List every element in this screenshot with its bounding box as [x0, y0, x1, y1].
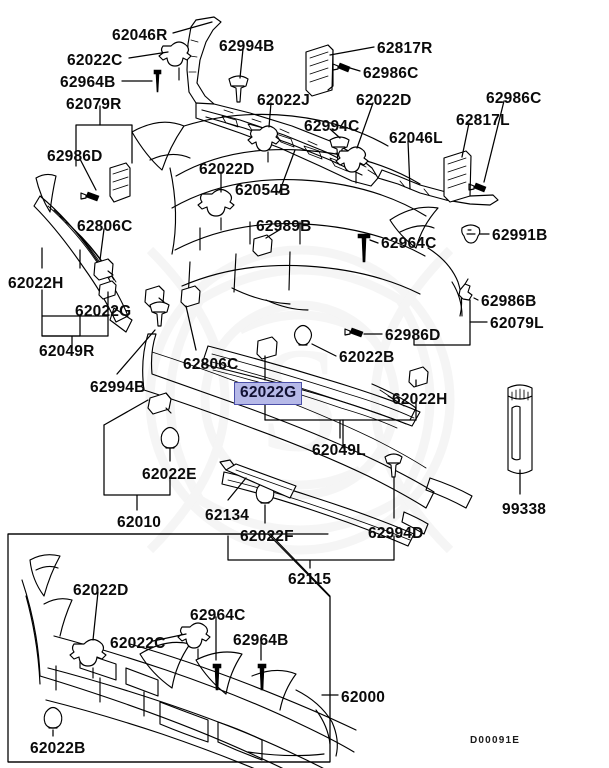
- clip-62022C-top: [158, 41, 192, 81]
- nut-62991B: [461, 224, 481, 244]
- part-label-62022B[interactable]: 62022B: [30, 740, 86, 757]
- screw-62986B: [458, 278, 473, 301]
- part-label-62994D[interactable]: 62994D: [368, 525, 424, 542]
- part-label-62964C[interactable]: 62964C: [381, 235, 437, 252]
- part-label-62022D[interactable]: 62022D: [199, 161, 255, 178]
- part-label-62049L[interactable]: 62049L: [312, 442, 366, 459]
- inset-box-62000: [7, 533, 331, 763]
- part-label-62054B[interactable]: 62054B: [235, 182, 291, 199]
- clip-62989B: [252, 234, 273, 257]
- part-label-62022H[interactable]: 62022H: [392, 391, 448, 408]
- part-label-62994B[interactable]: 62994B: [219, 38, 275, 55]
- part-label-62022B[interactable]: 62022B: [339, 349, 395, 366]
- clip-62022E: [160, 426, 180, 449]
- part-label-62079R[interactable]: 62079R: [66, 96, 122, 113]
- part-label-62000[interactable]: 62000: [341, 689, 386, 706]
- art-upper-rail-right: [186, 16, 222, 105]
- part-label-62022D[interactable]: 62022D: [356, 92, 412, 109]
- part-label-62806C[interactable]: 62806C: [77, 218, 133, 235]
- part-label-62022C[interactable]: 62022C: [67, 52, 123, 69]
- clip-62022D-inset: [69, 638, 107, 679]
- art-main-bumper-fascia: [131, 113, 463, 317]
- bracket-62010-tab: [147, 392, 172, 415]
- leader-lines: [41, 21, 505, 737]
- diagram-code: D00091E: [470, 735, 521, 746]
- part-label-62010[interactable]: 62010: [117, 514, 162, 531]
- part-label-62022E[interactable]: 62022E: [142, 466, 197, 483]
- screw-62964B-inset: [257, 663, 267, 691]
- part-label-62994B[interactable]: 62994B: [90, 379, 146, 396]
- bolt-62994B: [228, 75, 249, 103]
- part-label-62046L[interactable]: 62046L: [389, 130, 443, 147]
- clip-62022C-inset: [177, 622, 211, 660]
- screw-62964B: [153, 69, 162, 93]
- clip-62022J: [247, 125, 281, 163]
- art-bumper-assembly-inset: [21, 554, 357, 768]
- part-label-99338[interactable]: 99338: [502, 501, 547, 518]
- part-label-62022F[interactable]: 62022F: [240, 528, 294, 545]
- screw-62986D-left: [80, 191, 100, 202]
- part-label-62134[interactable]: 62134: [205, 507, 250, 524]
- part-label-62022C[interactable]: 62022C: [110, 635, 166, 652]
- clip-62022H-right: [408, 366, 429, 388]
- clip-62022D-upper: [335, 146, 369, 184]
- clip-62022D-center: [197, 188, 235, 231]
- screw-62964C-inset: [212, 663, 222, 691]
- part-label-62049R[interactable]: 62049R: [39, 343, 95, 360]
- art-lower-right-bracket: [425, 477, 473, 509]
- bolt-62994D: [384, 453, 403, 478]
- part-label-62986B[interactable]: 62986B: [481, 293, 537, 310]
- clip-62022B-inset: [43, 706, 63, 729]
- part-label-62986D[interactable]: 62986D: [47, 148, 103, 165]
- clip-62022G-highlighted: [256, 336, 278, 360]
- part-label-62817R[interactable]: 62817R: [377, 40, 433, 57]
- screw-62986C-right: [468, 182, 487, 193]
- part-label-62991B[interactable]: 62991B: [492, 227, 548, 244]
- part-label-62022H[interactable]: 62022H: [8, 275, 64, 292]
- bolt-62994B-lower: [149, 301, 170, 327]
- strip-62134: [225, 463, 297, 499]
- part-label-62817L[interactable]: 62817L: [456, 112, 510, 129]
- clip-62022G-left: [98, 280, 117, 300]
- screw-62964C: [357, 233, 371, 263]
- art-bracket-62817R: [305, 44, 334, 97]
- part-label-62022G[interactable]: 62022G: [75, 303, 132, 320]
- part-label-62986C[interactable]: 62986C: [363, 65, 419, 82]
- part-label-62986D[interactable]: 62986D: [385, 327, 441, 344]
- screw-62986D-right: [344, 327, 364, 338]
- part-label-62046R[interactable]: 62046R: [112, 27, 168, 44]
- part-label-62022J[interactable]: 62022J: [257, 92, 310, 109]
- clip-62806C-right: [180, 285, 201, 308]
- art-lower-lip-left: [142, 333, 435, 509]
- bracket-62079R: [109, 162, 131, 203]
- part-99338-tube: [507, 384, 533, 495]
- part-label-62986C[interactable]: 62986C: [486, 90, 542, 107]
- art-lower-left-reinforcement: [33, 173, 133, 333]
- part-label-62806C[interactable]: 62806C: [183, 356, 239, 373]
- part-label-62964B[interactable]: 62964B: [233, 632, 289, 649]
- part-label-62994C[interactable]: 62994C: [304, 118, 360, 135]
- part-label-highlighted-62022G[interactable]: 62022G: [234, 382, 303, 405]
- part-label-62964B[interactable]: 62964B: [60, 74, 116, 91]
- clip-62806C-left: [93, 258, 114, 281]
- part-label-62079L[interactable]: 62079L: [490, 315, 544, 332]
- screw-62986C-top: [332, 62, 351, 73]
- part-label-62115[interactable]: 62115: [288, 571, 332, 588]
- art-bracket-62817L: [443, 150, 472, 203]
- part-label-62989B[interactable]: 62989B: [256, 218, 312, 235]
- clip-62022B-center: [293, 324, 313, 346]
- part-label-62964C[interactable]: 62964C: [190, 607, 246, 624]
- part-label-62022D[interactable]: 62022D: [73, 582, 129, 599]
